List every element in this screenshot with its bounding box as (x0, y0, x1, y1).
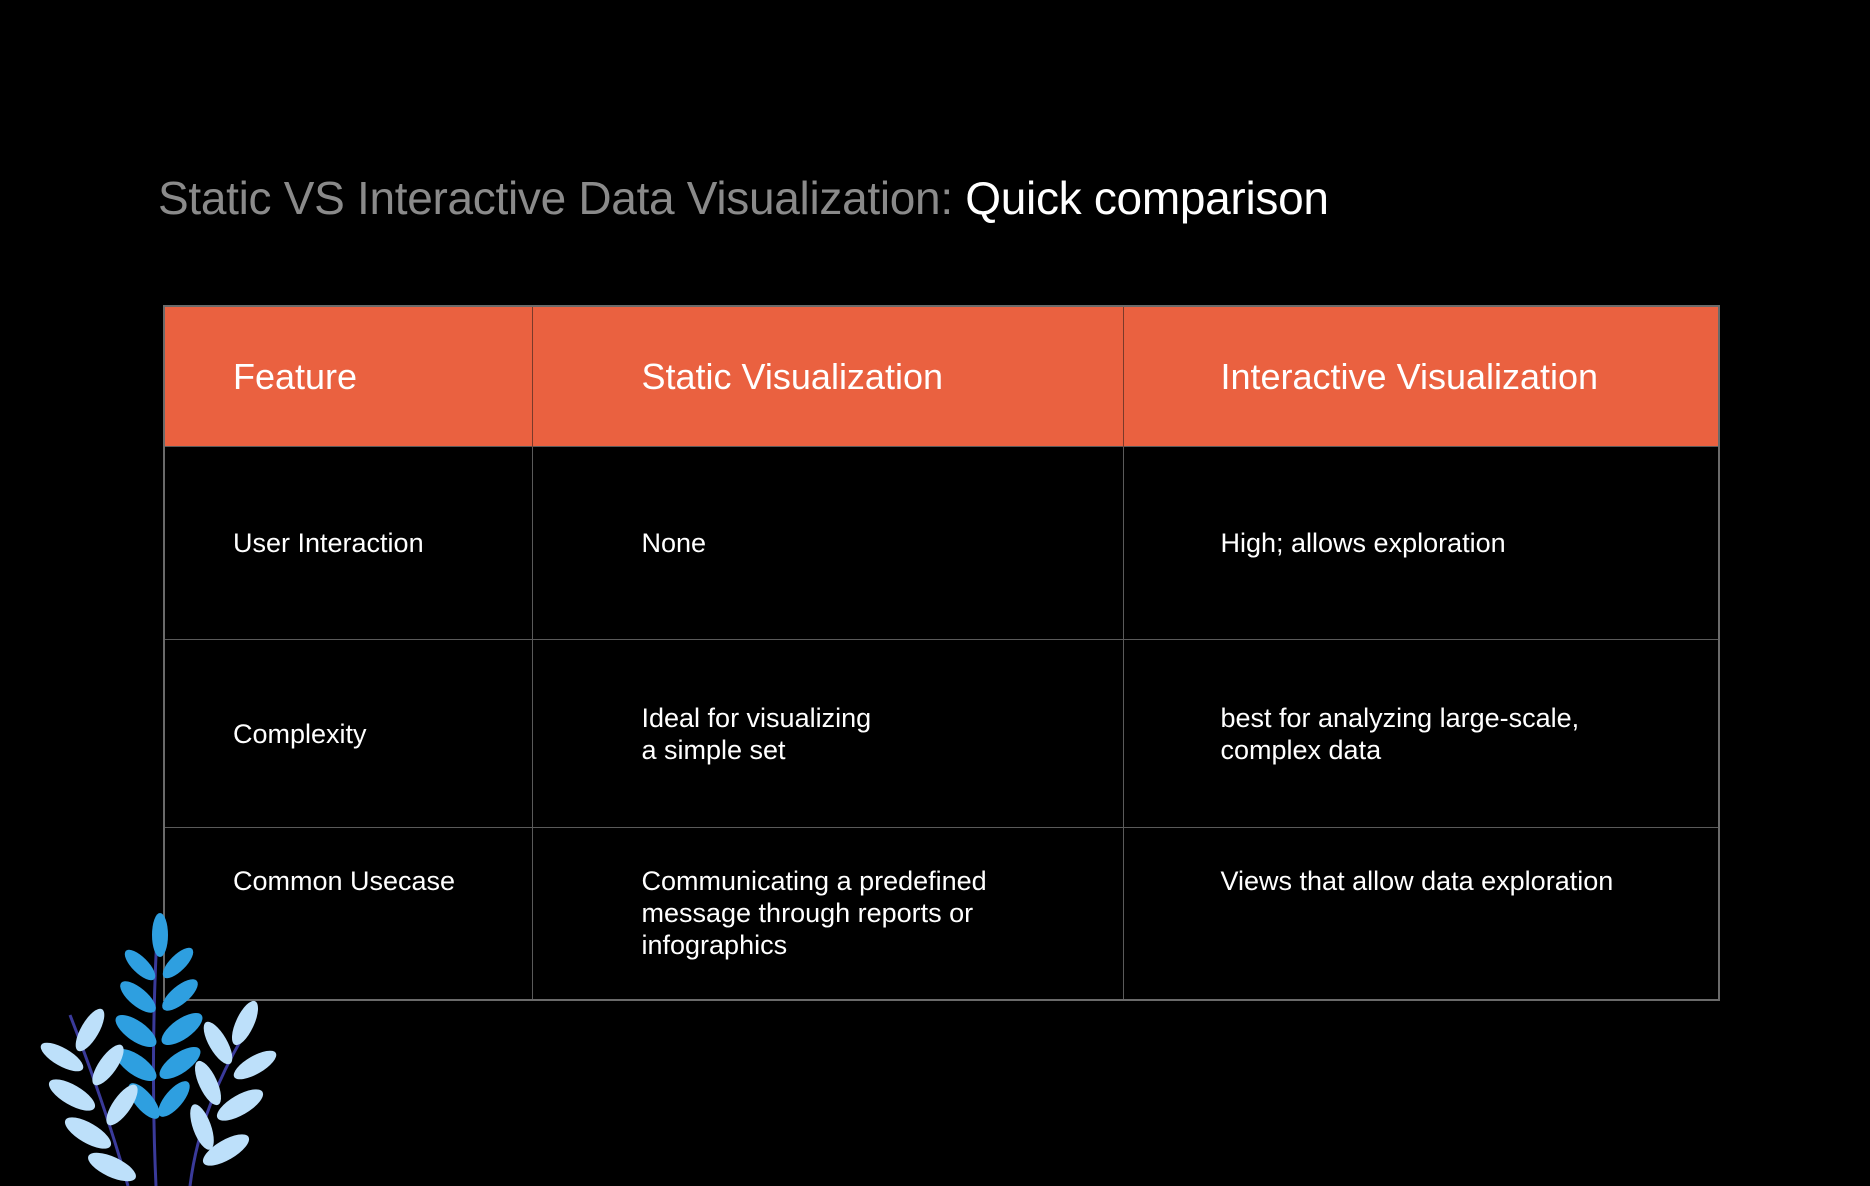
page-title: Static VS Interactive Data Visualization… (158, 168, 1329, 228)
plant-leaves-icon (40, 913, 277, 1186)
interactive-cell: Views that allow data exploration (1122, 827, 1719, 1000)
table-row: Common Usecase Communicating a predefine… (164, 827, 1719, 1000)
feature-cell: Complexity (164, 639, 532, 828)
page-title-emphasis: Quick comparison (965, 172, 1329, 224)
interactive-cell: best for analyzing large-scale, complex … (1122, 639, 1719, 828)
comparison-table: Feature Static Visualization Interactive… (163, 305, 1720, 1001)
static-cell: Ideal for visualizing a simple set (531, 639, 1123, 828)
page-title-prefix: Static VS Interactive Data Visualization… (158, 172, 966, 224)
table-header-row: Feature Static Visualization Interactive… (164, 306, 1719, 447)
static-cell: Communicating a predefined message throu… (531, 827, 1123, 1000)
table-row: Complexity Ideal for visualizing a simpl… (164, 639, 1719, 828)
interactive-cell: High; allows exploration (1122, 446, 1719, 640)
feature-cell: User Interaction (164, 446, 532, 640)
static-cell: None (531, 446, 1123, 640)
table-row: User Interaction None High; allows explo… (164, 446, 1719, 640)
feature-cell: Common Usecase (164, 827, 532, 1000)
header-static: Static Visualization (531, 306, 1123, 447)
header-interactive: Interactive Visualization (1122, 306, 1719, 447)
header-feature: Feature (164, 306, 532, 447)
